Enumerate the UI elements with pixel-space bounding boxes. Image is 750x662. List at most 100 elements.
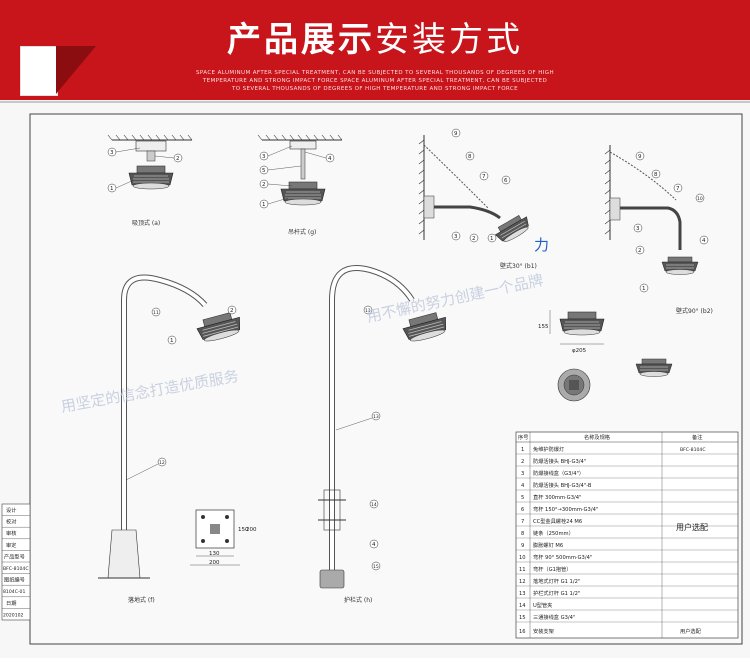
table-remark-model: BFC-8104C bbox=[680, 447, 706, 453]
svg-text:1: 1 bbox=[110, 186, 114, 192]
svg-text:2: 2 bbox=[472, 236, 476, 242]
dim-200v: 200 bbox=[246, 527, 257, 533]
svg-text:2: 2 bbox=[176, 156, 180, 162]
svg-text:7: 7 bbox=[676, 186, 680, 192]
label-floor: 落地式 (f) bbox=[128, 596, 155, 604]
floor-mount-figure: 11 2 1 12 落地式 (f) bbox=[98, 274, 245, 604]
table-row-name: 三通接线盒 G3/4" bbox=[533, 613, 575, 621]
table-row-no: 1 bbox=[521, 447, 524, 453]
title-block-row: 设计 bbox=[6, 506, 16, 514]
table-row-no: 7 bbox=[521, 519, 524, 525]
title-bold: 产品展示 bbox=[227, 20, 375, 60]
svg-text:8: 8 bbox=[468, 154, 472, 160]
svg-text:3: 3 bbox=[636, 226, 640, 232]
wall30-mount-figure: 9 8 7 6 3 2 1 壁式30° (b1) bbox=[418, 128, 537, 270]
subline-1: SPACE ALUMINUM AFTER SPECIAL TREATMENT, … bbox=[196, 70, 554, 76]
svg-text:1: 1 bbox=[170, 338, 174, 344]
label-guardrail: 护栏式 (h) bbox=[344, 596, 372, 604]
svg-text:1: 1 bbox=[642, 286, 646, 292]
guardrail-mount-figure: 11 13 14 4 15 护栏式 (h) bbox=[318, 265, 451, 604]
table-row-no: 12 bbox=[519, 579, 526, 585]
table-remark-user-bottom: 用户选配 bbox=[680, 627, 702, 635]
label-ceiling: 吸顶式 (a) bbox=[132, 219, 160, 227]
svg-text:1: 1 bbox=[490, 236, 494, 242]
svg-text:2: 2 bbox=[638, 248, 642, 254]
title-block-row: 8104C-01 bbox=[3, 589, 25, 595]
table-row-name: 安装支架 bbox=[533, 627, 554, 635]
dim-200: 200 bbox=[209, 560, 220, 566]
table-row-name: 膨胀螺钉 M6 bbox=[533, 541, 563, 549]
table-row-name: 弯杆（G1抱管） bbox=[533, 565, 571, 573]
table-row-no: 2 bbox=[521, 459, 524, 465]
svg-text:6: 6 bbox=[504, 178, 508, 184]
table-row-no: 10 bbox=[519, 555, 526, 561]
svg-text:10: 10 bbox=[697, 196, 703, 202]
title-block-row: 日期 bbox=[6, 600, 16, 607]
table-row-no: 6 bbox=[521, 507, 524, 513]
title-block-row: 校对 bbox=[6, 518, 16, 526]
label-pendant: 吊杆式 (g) bbox=[288, 228, 316, 236]
svg-text:14: 14 bbox=[371, 502, 377, 508]
table-header-no: 序号 bbox=[518, 433, 528, 441]
table-remark-user: 用户选配 bbox=[676, 522, 708, 532]
table-row-no: 9 bbox=[521, 543, 524, 549]
table-row-name: 链条（250mm） bbox=[533, 529, 574, 537]
svg-text:4: 4 bbox=[702, 238, 706, 244]
table-header-name: 名称及规格 bbox=[584, 433, 611, 441]
page-title: 产品展示安装方式 bbox=[0, 12, 750, 61]
dim-130: 130 bbox=[209, 551, 220, 557]
svg-text:15: 15 bbox=[373, 564, 379, 570]
table-row-no: 8 bbox=[521, 531, 524, 537]
title-block-row: 审核 bbox=[6, 529, 16, 537]
svg-text:11: 11 bbox=[153, 310, 159, 316]
svg-text:3: 3 bbox=[454, 234, 458, 240]
svg-text:5: 5 bbox=[262, 168, 266, 174]
logo-block bbox=[20, 46, 58, 96]
title-block-row: BFC-8104C bbox=[3, 566, 29, 572]
watermark-highlight: 力 bbox=[534, 236, 549, 254]
svg-text:4: 4 bbox=[328, 156, 332, 162]
parts-table: 序号 名称及规格 备注 BFC-8104C 用户选配 用户选配 1 免维护防爆灯… bbox=[515, 431, 739, 639]
ceiling-mount-figure: 3 2 1 吸顶式 (a) bbox=[107, 134, 193, 227]
drawing-sheet: 设计 校对 审核 审定 产品型号 BFC-8104C 图纸编号 8104C-01… bbox=[0, 100, 750, 658]
svg-text:2: 2 bbox=[230, 308, 234, 314]
table-row-name: U型管夹 bbox=[533, 601, 552, 609]
title-block-row: 审定 bbox=[6, 541, 16, 549]
wall90-mount-figure: 9 8 7 10 3 2 1 4 壁式90° (b2) bbox=[604, 145, 713, 315]
svg-text:9: 9 bbox=[638, 154, 642, 160]
left-title-block: 设计 校对 审核 审定 产品型号 BFC-8104C 图纸编号 8104C-01… bbox=[1, 503, 31, 621]
table-row-name: 防爆接线盒（G3/4"） bbox=[533, 469, 584, 477]
table-row-no: 15 bbox=[519, 615, 526, 621]
table-row-name: CC型金具螺栓24 M6 bbox=[533, 517, 582, 525]
lamp-dimension-figure: 155 φ205 bbox=[538, 310, 673, 402]
title-block-row: 图纸编号 bbox=[4, 576, 25, 584]
title-block-row: 2020102 bbox=[3, 612, 24, 618]
table-row-name: 防爆活接头 BHJ-G3/4"-B bbox=[533, 481, 592, 489]
pendant-mount-figure: 3 5 2 1 4 吊杆式 (g) bbox=[257, 134, 343, 236]
table-row-name: 免维护防爆灯 bbox=[533, 445, 564, 453]
title-block-row: 产品型号 bbox=[4, 552, 25, 560]
table-row-name: 落地式灯杆 G1 1/2" bbox=[533, 577, 580, 585]
subline-3: TO SEVERAL THOUSANDS OF DEGREES OF HIGH … bbox=[231, 86, 518, 92]
logo-fold bbox=[56, 46, 96, 94]
base-plate-figure: 130 200 150 200 bbox=[190, 509, 257, 566]
table-row-name: 直杆 300mm·G3/4" bbox=[533, 493, 581, 501]
table-row-no: 16 bbox=[519, 629, 526, 635]
svg-text:11: 11 bbox=[365, 308, 371, 314]
svg-text:7: 7 bbox=[482, 174, 486, 180]
svg-text:3: 3 bbox=[262, 154, 266, 160]
svg-text:8: 8 bbox=[654, 172, 658, 178]
table-header-remark: 备注 bbox=[692, 433, 702, 441]
table-row-no: 3 bbox=[521, 471, 524, 477]
technical-drawing: 设计 校对 审核 审定 产品型号 BFC-8104C 图纸编号 8104C-01… bbox=[0, 101, 750, 645]
table-row-no: 13 bbox=[519, 591, 526, 597]
label-wall90: 壁式90° (b2) bbox=[676, 307, 713, 315]
label-wall30: 壁式30° (b1) bbox=[500, 262, 537, 270]
dim-150: 150 bbox=[238, 527, 249, 533]
table-row-name: 弯杆 150°→300mm·G3/4" bbox=[533, 505, 598, 513]
subline-2: TEMPERATURE AND STRONG IMPACT FORCE SPAC… bbox=[202, 78, 548, 84]
svg-text:3: 3 bbox=[110, 150, 114, 156]
table-row-no: 5 bbox=[521, 495, 524, 501]
dim-diameter: φ205 bbox=[572, 348, 587, 354]
table-row-name: 防爆活接头 BHJ-G3/4" bbox=[533, 457, 586, 465]
